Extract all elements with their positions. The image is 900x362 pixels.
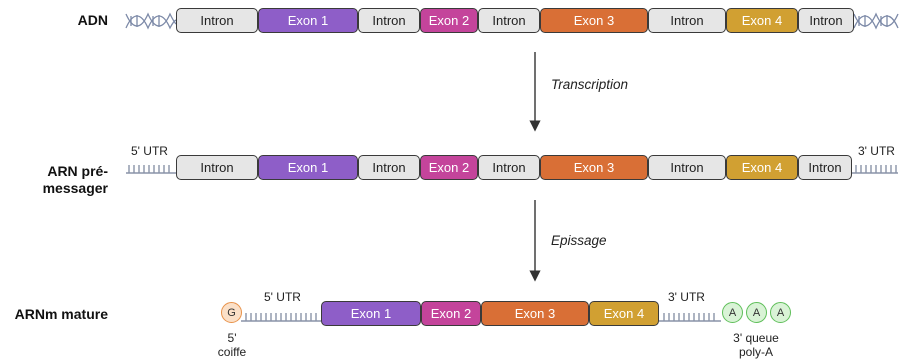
poly-a-circle-3: A	[770, 302, 791, 323]
row-label-pre-mrna-line1: ARN pré-	[47, 163, 108, 179]
transcription-label: Transcription	[551, 77, 629, 92]
mature-exon-4: Exon 4	[589, 301, 659, 326]
dna-intron-4: Intron	[648, 8, 726, 33]
pre-mrna-backbone-right	[852, 165, 898, 174]
pre-intron-1: Intron	[176, 155, 258, 180]
row-label-mature: ARNm mature	[14, 306, 108, 322]
cap-caption-line1: 5'	[227, 331, 237, 345]
mature-exon-3: Exon 3	[481, 301, 589, 326]
dna-helix-left	[125, 12, 177, 30]
pre-exon-3: Exon 3	[540, 155, 648, 180]
dna-helix-right	[853, 12, 899, 30]
pre-intron-5: Intron	[798, 155, 852, 180]
dna-intron-3: Intron	[478, 8, 540, 33]
poly-a-circle-1: A	[722, 302, 743, 323]
pre-mrna-5utr-label: 5' UTR	[131, 144, 168, 158]
row-label-adn: ADN	[77, 12, 108, 28]
pre-exon-1: Exon 1	[258, 155, 358, 180]
poly-a-circle-2: A	[746, 302, 767, 323]
pre-intron-2: Intron	[358, 155, 420, 180]
mature-exon-1: Exon 1	[321, 301, 421, 326]
cap-caption-line2: coiffe	[217, 345, 247, 359]
mature-backbone-5utr	[241, 313, 321, 322]
pre-intron-4: Intron	[648, 155, 726, 180]
dna-exon-3: Exon 3	[540, 8, 648, 33]
pre-mrna-backbone-left	[126, 165, 176, 174]
mature-5utr-label: 5' UTR	[264, 290, 301, 304]
poly-a-caption-line2: poly-A	[738, 345, 773, 359]
pre-exon-4: Exon 4	[726, 155, 798, 180]
pre-mrna-3utr-label: 3' UTR	[858, 144, 895, 158]
mature-exon-2: Exon 2	[421, 301, 481, 326]
mature-backbone-3utr	[659, 313, 721, 322]
cap-caption: 5' coiffe	[212, 331, 252, 359]
five-prime-cap: G	[221, 302, 242, 323]
poly-a-caption: 3' queue poly-A	[726, 331, 786, 359]
splicing-label: Epissage	[551, 233, 607, 248]
pre-intron-3: Intron	[478, 155, 540, 180]
mature-3utr-label: 3' UTR	[668, 290, 705, 304]
row-label-pre-mrna: ARN pré- messager	[40, 163, 108, 197]
pre-exon-2: Exon 2	[420, 155, 478, 180]
dna-intron-5: Intron	[798, 8, 854, 33]
dna-exon-4: Exon 4	[726, 8, 798, 33]
dna-exon-2: Exon 2	[420, 8, 478, 33]
dna-exon-1: Exon 1	[258, 8, 358, 33]
dna-intron-1: Intron	[176, 8, 258, 33]
dna-intron-2: Intron	[358, 8, 420, 33]
row-label-pre-mrna-line2: messager	[42, 180, 108, 196]
poly-a-caption-line1: 3' queue	[733, 331, 779, 345]
